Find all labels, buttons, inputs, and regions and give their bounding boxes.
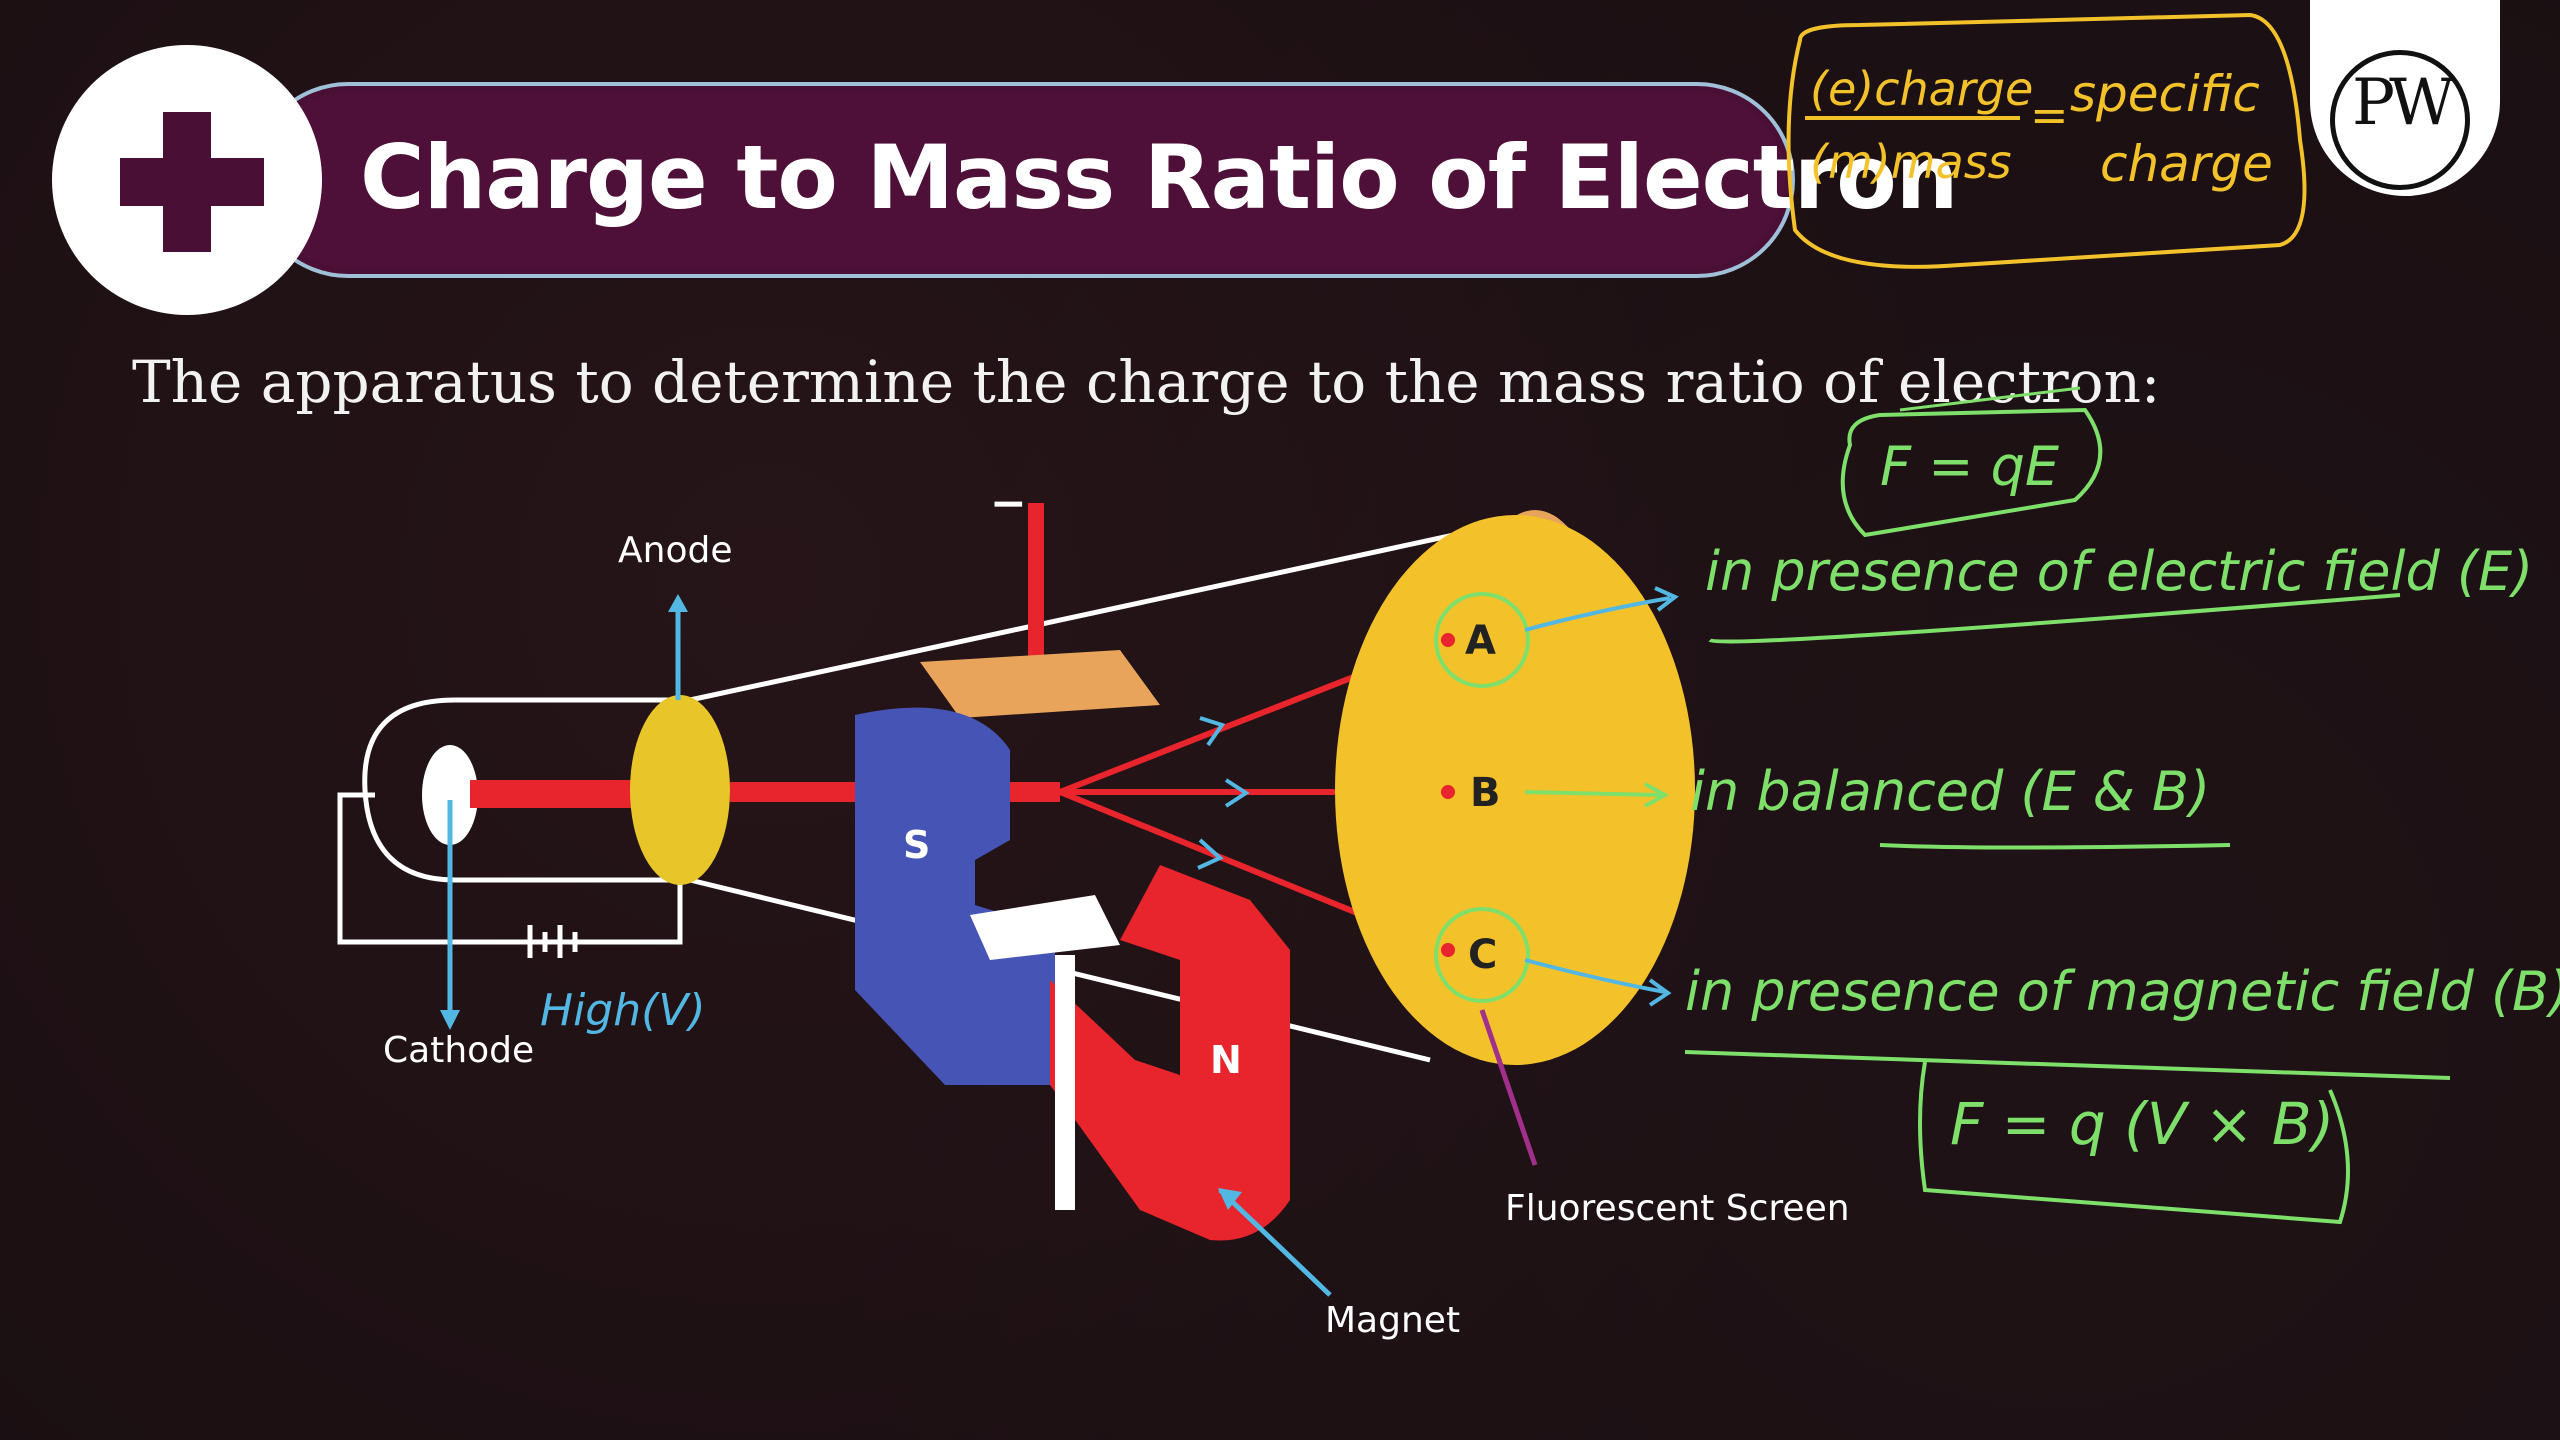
point-c-label: C (1468, 932, 1498, 978)
circle-a (1434, 592, 1530, 688)
anode-disc (630, 695, 730, 885)
electric-force-box (1840, 407, 2103, 538)
screen-pointer (1479, 1009, 1538, 1166)
annotation-charge: (e)charge (1810, 62, 2034, 116)
magnet-s-pole (855, 707, 1055, 1085)
magnet-stand-post (1055, 955, 1075, 1210)
magnet-pointer-head (1218, 1188, 1242, 1210)
arrow-a-to-note (1524, 596, 1671, 632)
beam-arrow-b (1224, 778, 1250, 808)
deflection-plate (920, 650, 1160, 718)
subtitle-underline (1899, 386, 2081, 412)
tube-top-edge (689, 522, 1501, 703)
magnet-n-pole (1050, 865, 1290, 1241)
magnet-pointer (1218, 1188, 1332, 1297)
arrow-b-head (1644, 782, 1670, 808)
tube-outline-left (362, 697, 456, 883)
underline-note-c (1684, 1050, 2451, 1080)
annotation-mass: (m)mass (1810, 135, 2012, 189)
point-a-label: A (1465, 618, 1496, 664)
arrow-c-to-note (1524, 958, 1666, 994)
annotation-electric-force: F = qE (1880, 435, 2060, 498)
annotation-charge-2: charge (2100, 135, 2273, 193)
title-bar-inner (260, 92, 1785, 268)
pw-logo-icon: PW (2352, 66, 2455, 140)
anode-arrow-head (668, 594, 688, 612)
slide-title: Charge to Mass Ratio of Electron (360, 126, 1958, 229)
fluorescent-screen-label: Fluorescent Screen (1505, 1188, 1850, 1229)
specific-charge-box (1786, 12, 2307, 269)
fluorescent-screen (1335, 515, 1695, 1065)
cathode-label: Cathode (383, 1030, 535, 1071)
point-c-dot (1441, 943, 1455, 957)
circuit-wire (337, 792, 683, 945)
magnet-label: Magnet (1325, 1300, 1461, 1341)
pw-logo-ring (2330, 50, 2470, 190)
annotation-high-voltage: High(V) (540, 985, 706, 1036)
arrow-a-head (1654, 586, 1679, 612)
annotation-note-b: in balanced (E & B) (1690, 760, 2211, 823)
annotation-note-a: in presence of electric field (E) (1705, 540, 2534, 603)
annotation-equals: = (2030, 88, 2069, 142)
pole-n-label: N (1210, 1038, 1242, 1082)
cathode-arrow-head (440, 1010, 460, 1030)
beam-arrow-c (1197, 838, 1224, 870)
slide-subtitle: The apparatus to determine the charge to… (132, 348, 2161, 416)
annotation-note-c: in presence of magnetic field (B) (1685, 960, 2560, 1023)
pole-s-label: S (903, 823, 931, 867)
beam-arrow-a (1199, 716, 1226, 747)
underline-note-b (1879, 843, 2231, 850)
negative-plate-rod (1028, 503, 1044, 675)
magnetic-force-box (1918, 1061, 2350, 1225)
point-a-dot (1441, 633, 1455, 647)
anode-label: Anode (618, 530, 733, 571)
battery-icon (527, 925, 578, 958)
arrow-b-to-note (1524, 790, 1661, 797)
annotation-magnetic-force: F = q (V × B) (1950, 1090, 2335, 1158)
arrow-c-head (1648, 978, 1672, 1007)
magnet-stand-top (970, 895, 1120, 960)
point-b-label: B (1470, 770, 1501, 816)
circle-c (1434, 907, 1530, 1003)
minus-sign: − (990, 478, 1027, 529)
cathode-disc (422, 745, 478, 845)
plus-icon-bar (120, 158, 264, 206)
point-b-dot (1441, 785, 1455, 799)
annotation-specific: specific (2070, 65, 2260, 123)
underline-note-a (1708, 593, 2401, 644)
